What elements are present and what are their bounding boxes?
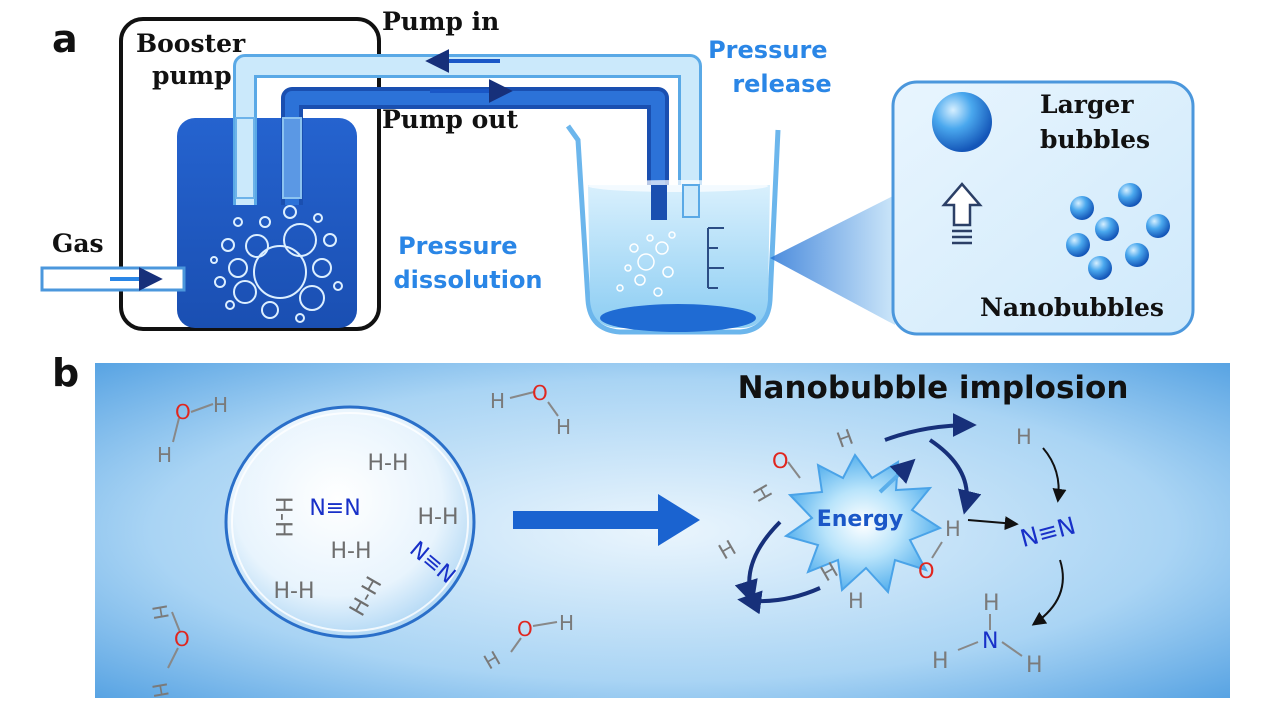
svg-text:H: H	[556, 415, 571, 439]
beaker	[565, 124, 781, 335]
svg-text:H: H	[834, 425, 857, 453]
larger-bubble	[932, 92, 992, 152]
beaker-glass	[565, 124, 781, 335]
beaker-scale	[707, 227, 724, 289]
implosion-title: Nanobubble implosion	[738, 370, 1129, 406]
water-surface	[588, 180, 768, 192]
svg-text:H: H	[1026, 653, 1043, 678]
svg-text:H: H	[213, 393, 228, 417]
water-molecule: O H H	[147, 603, 190, 700]
pump-in-label: Pump in	[382, 7, 499, 36]
svg-text:O: O	[532, 381, 548, 405]
larger-bubbles-label: Larger bubbles	[1040, 90, 1150, 154]
energy-label: Energy	[817, 507, 904, 532]
svg-text:O: O	[174, 627, 190, 651]
tank-tube-right	[282, 117, 302, 199]
svg-text:O: O	[517, 617, 533, 641]
panel-a-label: a	[52, 17, 78, 61]
nanobubble	[224, 405, 476, 639]
h2-molecule: H-H	[330, 539, 371, 564]
gas-label: Gas	[52, 229, 104, 258]
svg-text:H: H	[1016, 425, 1032, 449]
nanobubbles-label: Nanobubbles	[980, 293, 1164, 322]
panel-b: b Nanobubble implosion H-H H-H H-H H-H H…	[52, 351, 1230, 700]
svg-text:H: H	[147, 603, 173, 622]
svg-text:H: H	[983, 591, 1000, 616]
energy-burst: Energy	[783, 453, 943, 595]
n2-molecule: N≡N	[309, 496, 360, 521]
svg-text:H: H	[932, 649, 949, 674]
beaker-bubbles	[616, 231, 676, 297]
svg-text:N: N	[982, 629, 998, 654]
svg-text:O: O	[772, 449, 789, 473]
h2-molecule: H-H	[270, 496, 295, 537]
svg-text:H: H	[490, 389, 505, 413]
panel-a: a Booster pump Gas Pump in Pump out	[40, 7, 1195, 336]
svg-text:H: H	[848, 589, 864, 613]
water-molecule: O H H	[157, 393, 228, 467]
up-arrow-icon	[941, 182, 983, 245]
svg-text:H: H	[945, 517, 961, 541]
beaker-tube-in	[682, 184, 700, 218]
svg-text:H: H	[559, 611, 574, 635]
nanobubbles-cluster	[1066, 183, 1170, 280]
zoom-beam	[770, 195, 895, 325]
pump-tank	[177, 118, 357, 328]
pump-out-label: Pump out	[382, 105, 518, 134]
bubble-h2-molecules: H-H H-H H-H H-H H-H H-H	[270, 451, 459, 621]
water-molecule: O H H	[490, 381, 571, 439]
process-arrow	[513, 494, 700, 546]
pressure-dissolution-label: Pressure dissolution	[393, 232, 542, 294]
beaker-tube-out	[651, 185, 667, 220]
tank-tube-left	[235, 117, 255, 199]
pressure-release-label: Pressure release	[708, 36, 836, 98]
h2-molecule: H-H	[273, 579, 314, 604]
svg-text:O: O	[918, 559, 935, 583]
dissociation-arrows	[734, 413, 982, 615]
h2-molecule: H-H	[417, 505, 458, 530]
svg-text:H: H	[147, 681, 173, 700]
svg-text:H: H	[157, 443, 172, 467]
panel-b-label: b	[52, 351, 79, 395]
ammonia-molecule: H N H H	[932, 591, 1043, 678]
beaker-bottom	[600, 304, 756, 332]
nanobubble-highlight	[231, 412, 469, 632]
booster-pump-label: Booster pump	[136, 29, 254, 90]
h2-molecule: H-H	[367, 451, 408, 476]
svg-text:O: O	[175, 400, 191, 424]
beaker-water	[588, 185, 770, 328]
booster-pump-outline	[119, 17, 381, 331]
tank-bubbles	[210, 205, 343, 323]
